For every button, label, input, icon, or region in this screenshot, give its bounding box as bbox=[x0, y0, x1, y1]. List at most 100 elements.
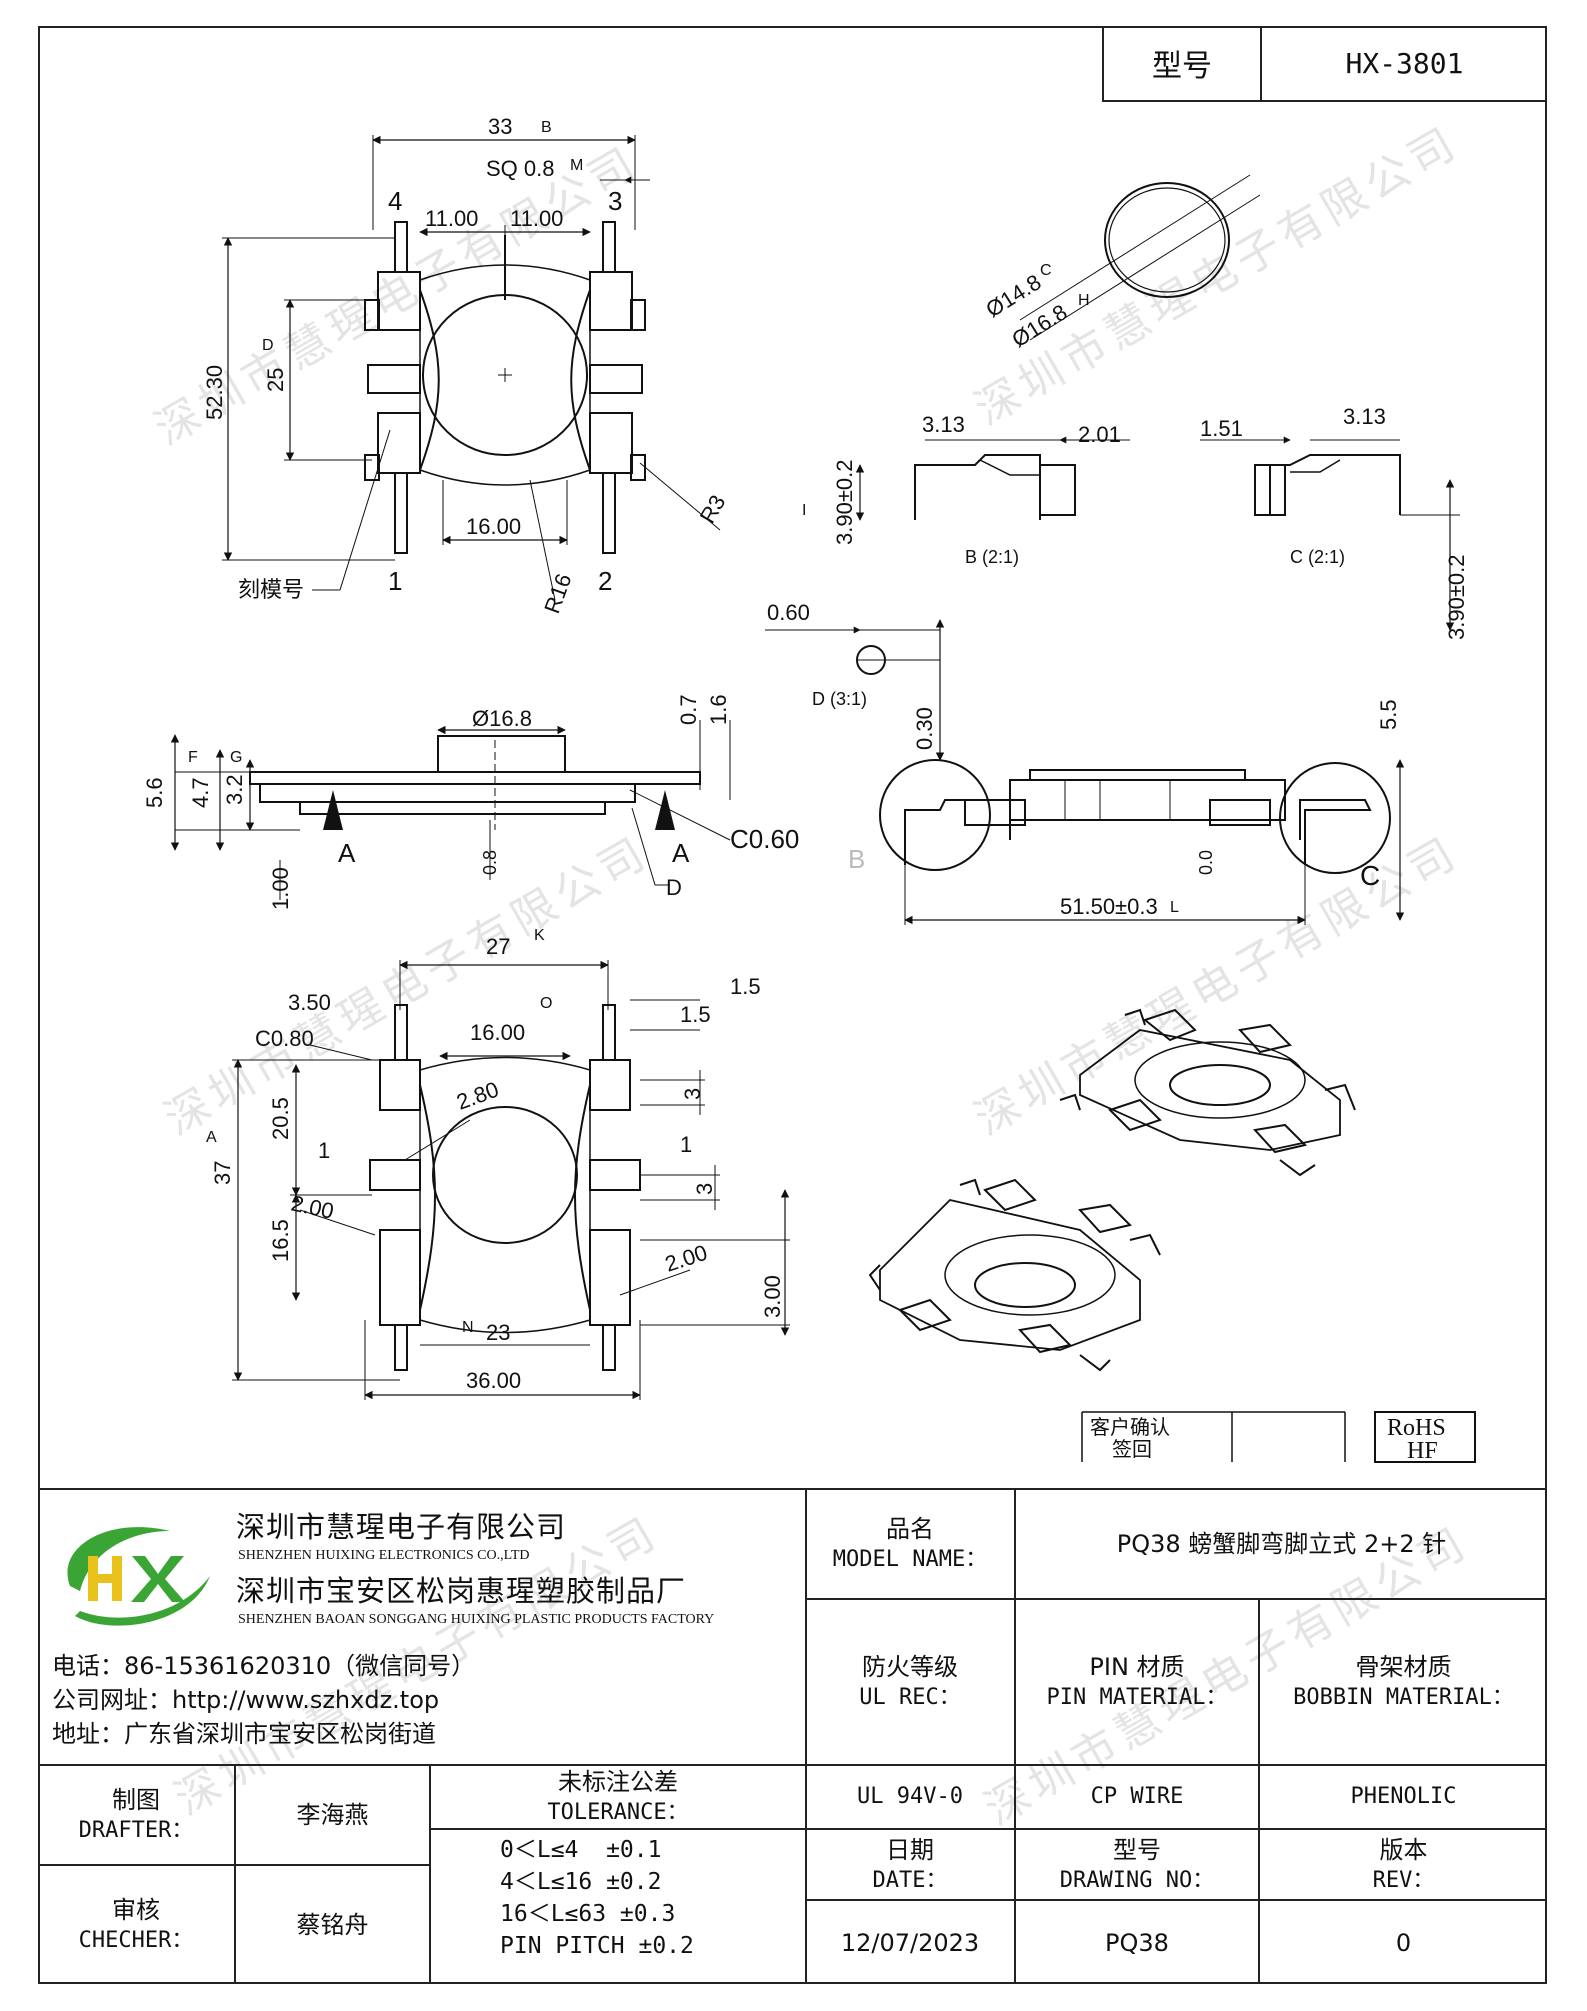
technical-drawing: 33 B SQ 0.8 M 11.00 11.00 4 3 1 2 52.30 … bbox=[142, 114, 1476, 1464]
pin-label: 4 bbox=[388, 186, 402, 216]
pin-material-value: CP WIRE bbox=[1090, 1784, 1184, 1809]
dim-text: Ø16.8 bbox=[472, 706, 532, 731]
detail-label: C (2:1) bbox=[1290, 547, 1345, 567]
factory-name-cn: 深圳市宝安区松岗惠瑆塑胶制品厂 bbox=[236, 1574, 687, 1608]
dim-text: 3.13 bbox=[1343, 404, 1386, 429]
dim-text: 27 bbox=[486, 934, 510, 959]
dim-circle: M bbox=[570, 157, 583, 174]
dim-text: 4.7 bbox=[188, 777, 213, 808]
iso-view-top bbox=[1059, 1008, 1356, 1177]
dim-text: 3.2 bbox=[222, 774, 247, 805]
dim-text: 1.5 bbox=[730, 974, 761, 999]
tolerance-label: 未标注公差 TOLERANCE： bbox=[547, 1768, 689, 1825]
dim-text: 52.30 bbox=[202, 365, 227, 420]
dim-text: 3.50 bbox=[288, 990, 331, 1015]
header-model-box: 型号 HX-3801 bbox=[1102, 26, 1547, 102]
detail-c bbox=[1200, 436, 1460, 631]
dim-text: 0.0 bbox=[1196, 850, 1216, 875]
dim-text: 2.80 bbox=[453, 1077, 502, 1115]
rev-label: 版本 REV： bbox=[1372, 1835, 1435, 1893]
dim-text: 0.30 bbox=[912, 707, 937, 750]
section-label: A bbox=[338, 838, 356, 868]
dim-text: 3 bbox=[680, 1088, 705, 1100]
pin-material-label: PIN 材质 PIN MATERIAL： bbox=[1046, 1653, 1228, 1710]
fire-rating-label: 防火等级 UL REC： bbox=[859, 1653, 961, 1710]
rohs-label: RoHS bbox=[1387, 1415, 1446, 1441]
company-phone: 电话：86-15361620310（微信同号） bbox=[52, 1652, 476, 1680]
company-name-en: SHENZHEN HUIXING ELECTRONICS CO.,LTD bbox=[238, 1548, 530, 1563]
dim-circle: N bbox=[462, 1319, 474, 1336]
dim-text: 1.51 bbox=[1200, 416, 1243, 441]
tolerance-item: 16＜L≤63 ±0.3 bbox=[500, 1901, 676, 1927]
detail-d bbox=[765, 619, 945, 761]
hf-label: HF bbox=[1407, 1438, 1438, 1464]
model-name-value: PQ38 螃蟹脚弯脚立式 2+2 针 bbox=[1116, 1530, 1447, 1558]
bobbin-material-label: 骨架材质 BOBBIN MATERIAL： bbox=[1293, 1653, 1514, 1710]
dim-text: 1.5 bbox=[680, 1002, 711, 1027]
dim-text: 25 bbox=[263, 368, 288, 392]
dim-text: 5.5 bbox=[1376, 699, 1401, 730]
dim-text: 11.00 bbox=[510, 206, 563, 231]
dim-text: 3 bbox=[692, 1183, 717, 1195]
pin-label: 3 bbox=[608, 186, 622, 216]
dim-text: 3.90±0.2 bbox=[1444, 555, 1469, 640]
dim-text: C0.60 bbox=[730, 824, 799, 854]
detail-b bbox=[855, 436, 1130, 521]
checker-label: 审核 CHECHER： bbox=[78, 1896, 194, 1953]
date-value: 12/07/2023 bbox=[840, 1928, 980, 1957]
engraving-note: 刻模号 bbox=[238, 577, 304, 602]
dim-circle: G bbox=[230, 749, 242, 766]
dim-text: 37 bbox=[210, 1161, 235, 1185]
dim-circle: B bbox=[541, 119, 552, 136]
company-name-cn: 深圳市慧瑆电子有限公司 bbox=[236, 1510, 567, 1544]
dim-text: 23 bbox=[486, 1320, 510, 1345]
dim-circle: I bbox=[802, 502, 806, 519]
dim-text: 3.13 bbox=[922, 412, 965, 437]
title-block: 深圳市慧瑆电子有限公司 SHENZHEN HUIXING ELECTRONICS… bbox=[38, 1488, 1547, 1984]
section-label: A bbox=[672, 838, 690, 868]
fire-rating-value: UL 94V-0 bbox=[857, 1784, 963, 1809]
tolerance-item: PIN PITCH ±0.2 bbox=[500, 1933, 694, 1959]
header-model-value: HX-3801 bbox=[1345, 46, 1464, 80]
detail-label: B (2:1) bbox=[965, 547, 1019, 567]
dim-text: 0.60 bbox=[767, 600, 810, 625]
dim-text: C0.80 bbox=[255, 1026, 314, 1051]
dim-circle: A bbox=[206, 1129, 217, 1146]
dim-circle: K bbox=[534, 927, 545, 944]
dim-text: SQ 0.8 bbox=[486, 156, 554, 181]
dim-text: 0.7 bbox=[676, 694, 701, 725]
dim-text: 16.00 bbox=[466, 514, 521, 539]
dim-circle: O bbox=[540, 995, 552, 1012]
dim-text: 16.00 bbox=[470, 1020, 525, 1045]
dim-text: R3 bbox=[695, 491, 731, 528]
circle-view bbox=[1019, 174, 1261, 341]
detail-label: D (3:1) bbox=[812, 689, 867, 709]
dim-text: 1.6 bbox=[706, 694, 731, 725]
model-name-label: 品名 MODEL NAME： bbox=[832, 1515, 988, 1572]
tolerance-list: 0＜L≤4 ±0.1 4＜L≤16 ±0.2 16＜L≤63 ±0.3 PIN … bbox=[500, 1834, 800, 1962]
rev-value: 0 bbox=[1395, 1928, 1412, 1957]
date-label: 日期 DATE： bbox=[872, 1835, 948, 1893]
detail-label: D bbox=[666, 875, 682, 900]
customer-confirm-label: 客户确认 bbox=[1090, 1416, 1170, 1439]
dim-text: 1.00 bbox=[268, 867, 293, 910]
stamp-area bbox=[1081, 1411, 1476, 1463]
company-website: 公司网址：http://www.szhxdz.top bbox=[52, 1686, 440, 1714]
drafter-name: 李海燕 bbox=[296, 1801, 369, 1829]
dim-text: 33 bbox=[488, 114, 512, 139]
dim-text: 3.00 bbox=[760, 1275, 785, 1318]
dim-text: 0.8 bbox=[480, 850, 500, 875]
bobbin-material-value: PHENOLIC bbox=[1350, 1784, 1457, 1809]
dim-circle: F bbox=[188, 749, 198, 766]
dim-text: 36.00 bbox=[466, 1368, 521, 1393]
dim-text: 11.00 bbox=[425, 206, 478, 231]
view-label: C bbox=[1360, 860, 1380, 891]
dim-text: R16 bbox=[539, 570, 576, 616]
tolerance-item: 4＜L≤16 ±0.2 bbox=[500, 1869, 662, 1895]
dim-text: 51.50±0.3 bbox=[1060, 894, 1158, 919]
side-view bbox=[170, 720, 731, 900]
company-address: 地址：广东省深圳市宝安区松岗街道 bbox=[52, 1720, 436, 1748]
dim-circle: H bbox=[1078, 292, 1090, 309]
iso-view-bottom bbox=[868, 1178, 1161, 1372]
dim-text: 16.5 bbox=[268, 1219, 293, 1262]
